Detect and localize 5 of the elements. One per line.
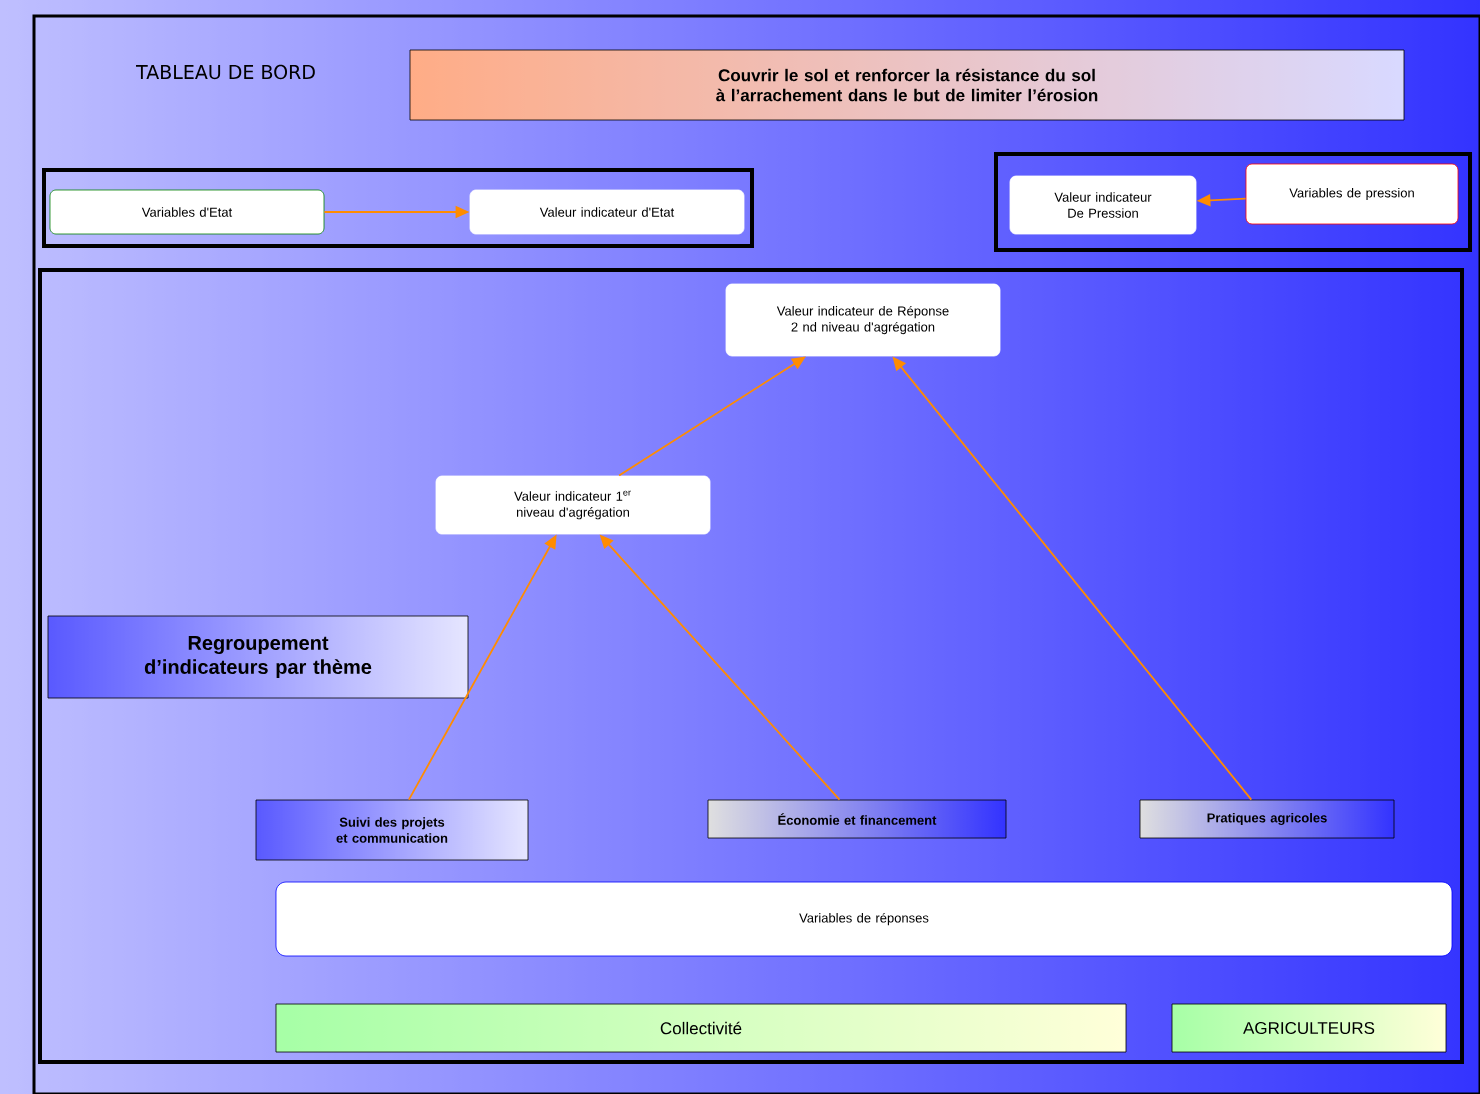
actor-bar: AGRICULTEURS: [1171, 1003, 1447, 1053]
actor-bar: Collectivité: [275, 1003, 1127, 1053]
goal-box: Couvrir le sol et renforcer la résistance du sol à l’arrachement dans le but de limiter l’érosion: [409, 49, 1405, 121]
theme-heading-box: Regroupement d’indicateurs par thème: [47, 615, 469, 699]
title: TABLEAU DE BORD: [136, 64, 315, 80]
